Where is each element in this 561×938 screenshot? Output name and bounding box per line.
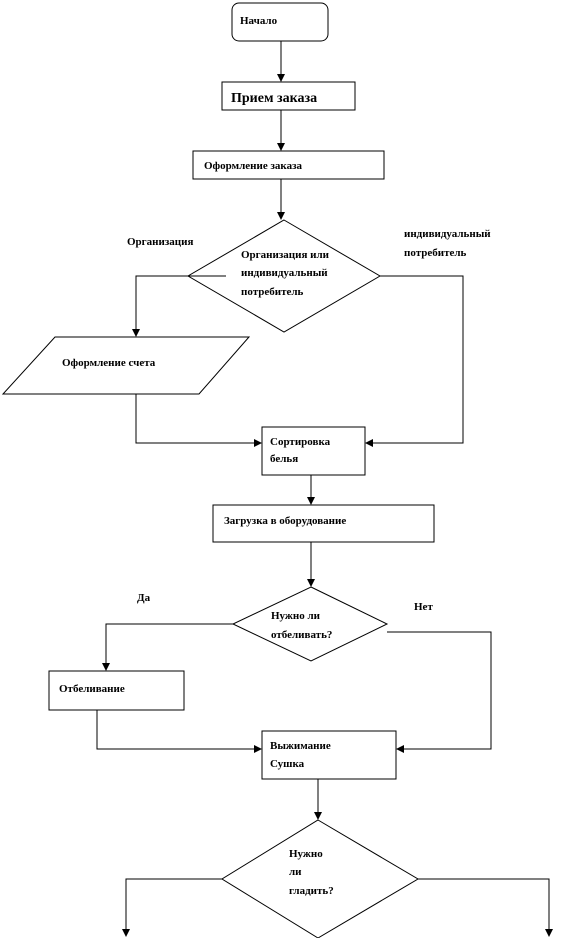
spin-dry-label-line2: Сушка: [270, 758, 305, 770]
spin-dry-label: Выжимание Сушка: [270, 740, 333, 770]
order-intake-label: Прием заказа: [231, 91, 317, 106]
sorting-label: Сортировка белья: [270, 436, 333, 465]
start-label: Начало: [240, 15, 278, 27]
customer-type-label-line1: Организация или: [241, 249, 330, 261]
iron-question-line3: гладить?: [289, 885, 334, 897]
connector-yes-to-bleaching: [102, 623, 233, 671]
customer-type-label-line3: потребитель: [241, 286, 304, 298]
invoice-label: Оформление счета: [62, 357, 156, 369]
bleach-question-label: Нужно ли отбеливать?: [271, 610, 332, 641]
connector-iron-left: [122, 878, 222, 937]
connector-no-to-spin-dry: [387, 631, 492, 753]
edge-label-no: Нет: [414, 601, 433, 613]
customer-type-label-line2: индивидуальный: [241, 267, 328, 279]
bleach-question-line2: отбеливать?: [271, 629, 332, 641]
loading-label: Загрузка в оборудование: [224, 515, 346, 527]
loading-node: [212, 504, 435, 543]
iron-question-label: Нужно ли гладить?: [289, 848, 334, 897]
edge-label-individual: индивидуальный потребитель: [404, 228, 493, 259]
connector-decision-to-sorting: [365, 275, 464, 447]
iron-question-line2: ли: [289, 866, 302, 878]
connector-bleaching-to-spin-dry: [96, 710, 262, 753]
bleaching-node: [48, 670, 185, 711]
customer-type-decision: [187, 219, 381, 333]
order-registration-node: [192, 150, 385, 180]
bleaching-label: Отбеливание: [59, 683, 125, 695]
spin-dry-node: [261, 730, 397, 780]
bleach-decision: [231, 586, 389, 662]
edge-label-individual-line1: индивидуальный: [404, 228, 491, 240]
sorting-label-line2: белья: [270, 453, 298, 465]
bleach-question-line1: Нужно ли: [271, 610, 321, 622]
invoice-node: [1, 336, 251, 395]
edge-label-yes: Да: [137, 592, 151, 604]
iron-decision: [221, 819, 419, 938]
order-registration-label: Оформление заказа: [204, 160, 302, 172]
sorting-label-line1: Сортировка: [270, 436, 331, 448]
spin-dry-label-line1: Выжимание: [270, 740, 331, 752]
iron-question-line1: Нужно: [289, 848, 323, 860]
start-node: [231, 2, 329, 42]
edge-label-organization: Организация: [127, 236, 193, 248]
connector-invoice-to-sorting: [135, 394, 262, 447]
order-intake-node: [221, 81, 356, 111]
connector-decision-to-invoice: [132, 275, 226, 337]
connector-iron-right: [418, 878, 553, 937]
customer-type-label: Организация или индивидуальный потребите…: [241, 249, 332, 298]
edge-label-individual-line2: потребитель: [404, 247, 467, 259]
sorting-node: [261, 426, 366, 476]
